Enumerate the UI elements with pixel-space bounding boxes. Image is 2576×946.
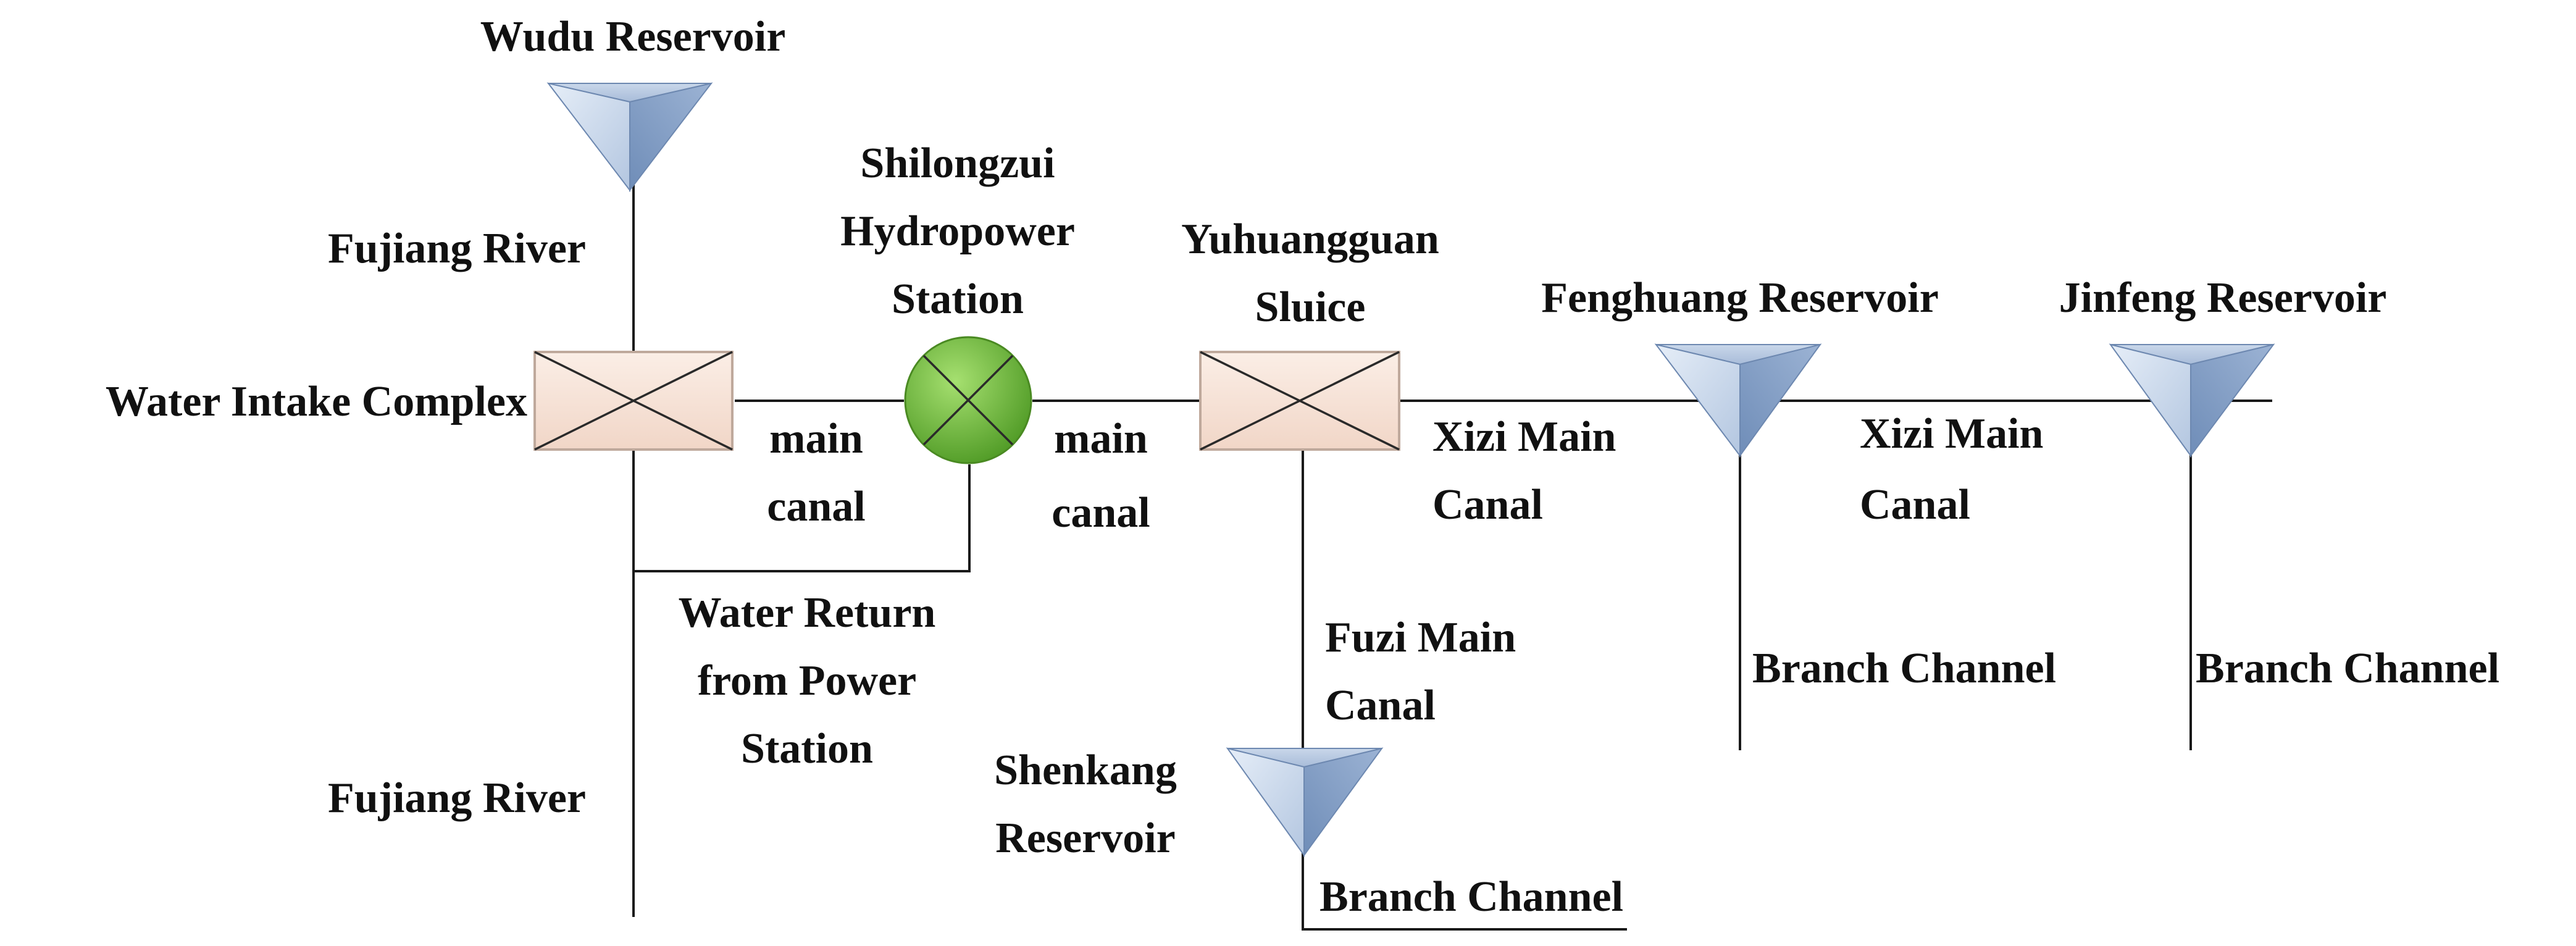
fenghuang-reservoir-label: Fenghuang Reservoir	[1541, 274, 1939, 322]
xizi-main-canal-1-label: Xizi Main	[1432, 413, 1616, 461]
main-canal-2-label: main	[1054, 415, 1148, 463]
fuzi-main-canal-label-line2: Canal	[1325, 682, 1436, 729]
xizi-main-canal-2-label: Xizi Main	[1860, 410, 2043, 458]
main-canal-2-label-line2: canal	[1052, 489, 1150, 537]
fujiang-river-lower-label: Fujiang River	[328, 774, 586, 822]
wudu-reservoir-symbol	[546, 82, 713, 192]
branch-channel-shenkang-label: Branch Channel	[1319, 873, 1623, 921]
shilongzui-label-line3: Station	[892, 275, 1024, 323]
yuhuangguan-label-line2: Sluice	[1255, 283, 1366, 331]
yuhuangguan-label: Yuhuangguan	[1181, 216, 1439, 263]
branch-channel-fenghuang-label: Branch Channel	[1752, 645, 2056, 692]
shenkang-branch-line	[1302, 852, 1627, 931]
shenkang-reservoir-symbol	[1226, 747, 1384, 858]
main-canal-1-label-line2: canal	[767, 483, 865, 530]
main-canal-1-label: main	[769, 415, 863, 463]
water-intake-complex-symbol	[533, 351, 734, 451]
water-return-label: Water Return	[679, 589, 936, 637]
branch-channel-jinfeng-label: Branch Channel	[2196, 645, 2499, 692]
shenkang-reservoir-label: Shenkang	[994, 747, 1177, 794]
yuhuangguan-sluice-symbol	[1199, 351, 1400, 451]
water-intake-complex-label: Water Intake Complex	[106, 378, 527, 425]
shilongzui-hydropower-station-symbol	[904, 336, 1032, 464]
shenkang-reservoir-label-line2: Reservoir	[995, 814, 1176, 862]
water-return-label-line2: from Power	[698, 657, 916, 705]
shilongzui-label-line2: Hydropower	[840, 207, 1075, 255]
jinfeng-reservoir-symbol	[2109, 343, 2275, 458]
xizi-main-canal-1-label-line2: Canal	[1432, 481, 1543, 529]
fenghuang-reservoir-symbol	[1654, 343, 1822, 458]
shilongzui-label: Shilongzui	[860, 140, 1055, 187]
fuzi-main-canal-label: Fuzi Main	[1325, 614, 1516, 661]
xizi-main-canal-2-label-line2: Canal	[1860, 481, 1970, 529]
jinfeng-reservoir-label: Jinfeng Reservoir	[2059, 274, 2387, 322]
fujiang-river-upper-label: Fujiang River	[328, 225, 586, 272]
water-return-line	[634, 464, 971, 572]
water-return-label-line3: Station	[741, 725, 873, 772]
wudu-reservoir-label: Wudu Reservoir	[480, 13, 786, 61]
